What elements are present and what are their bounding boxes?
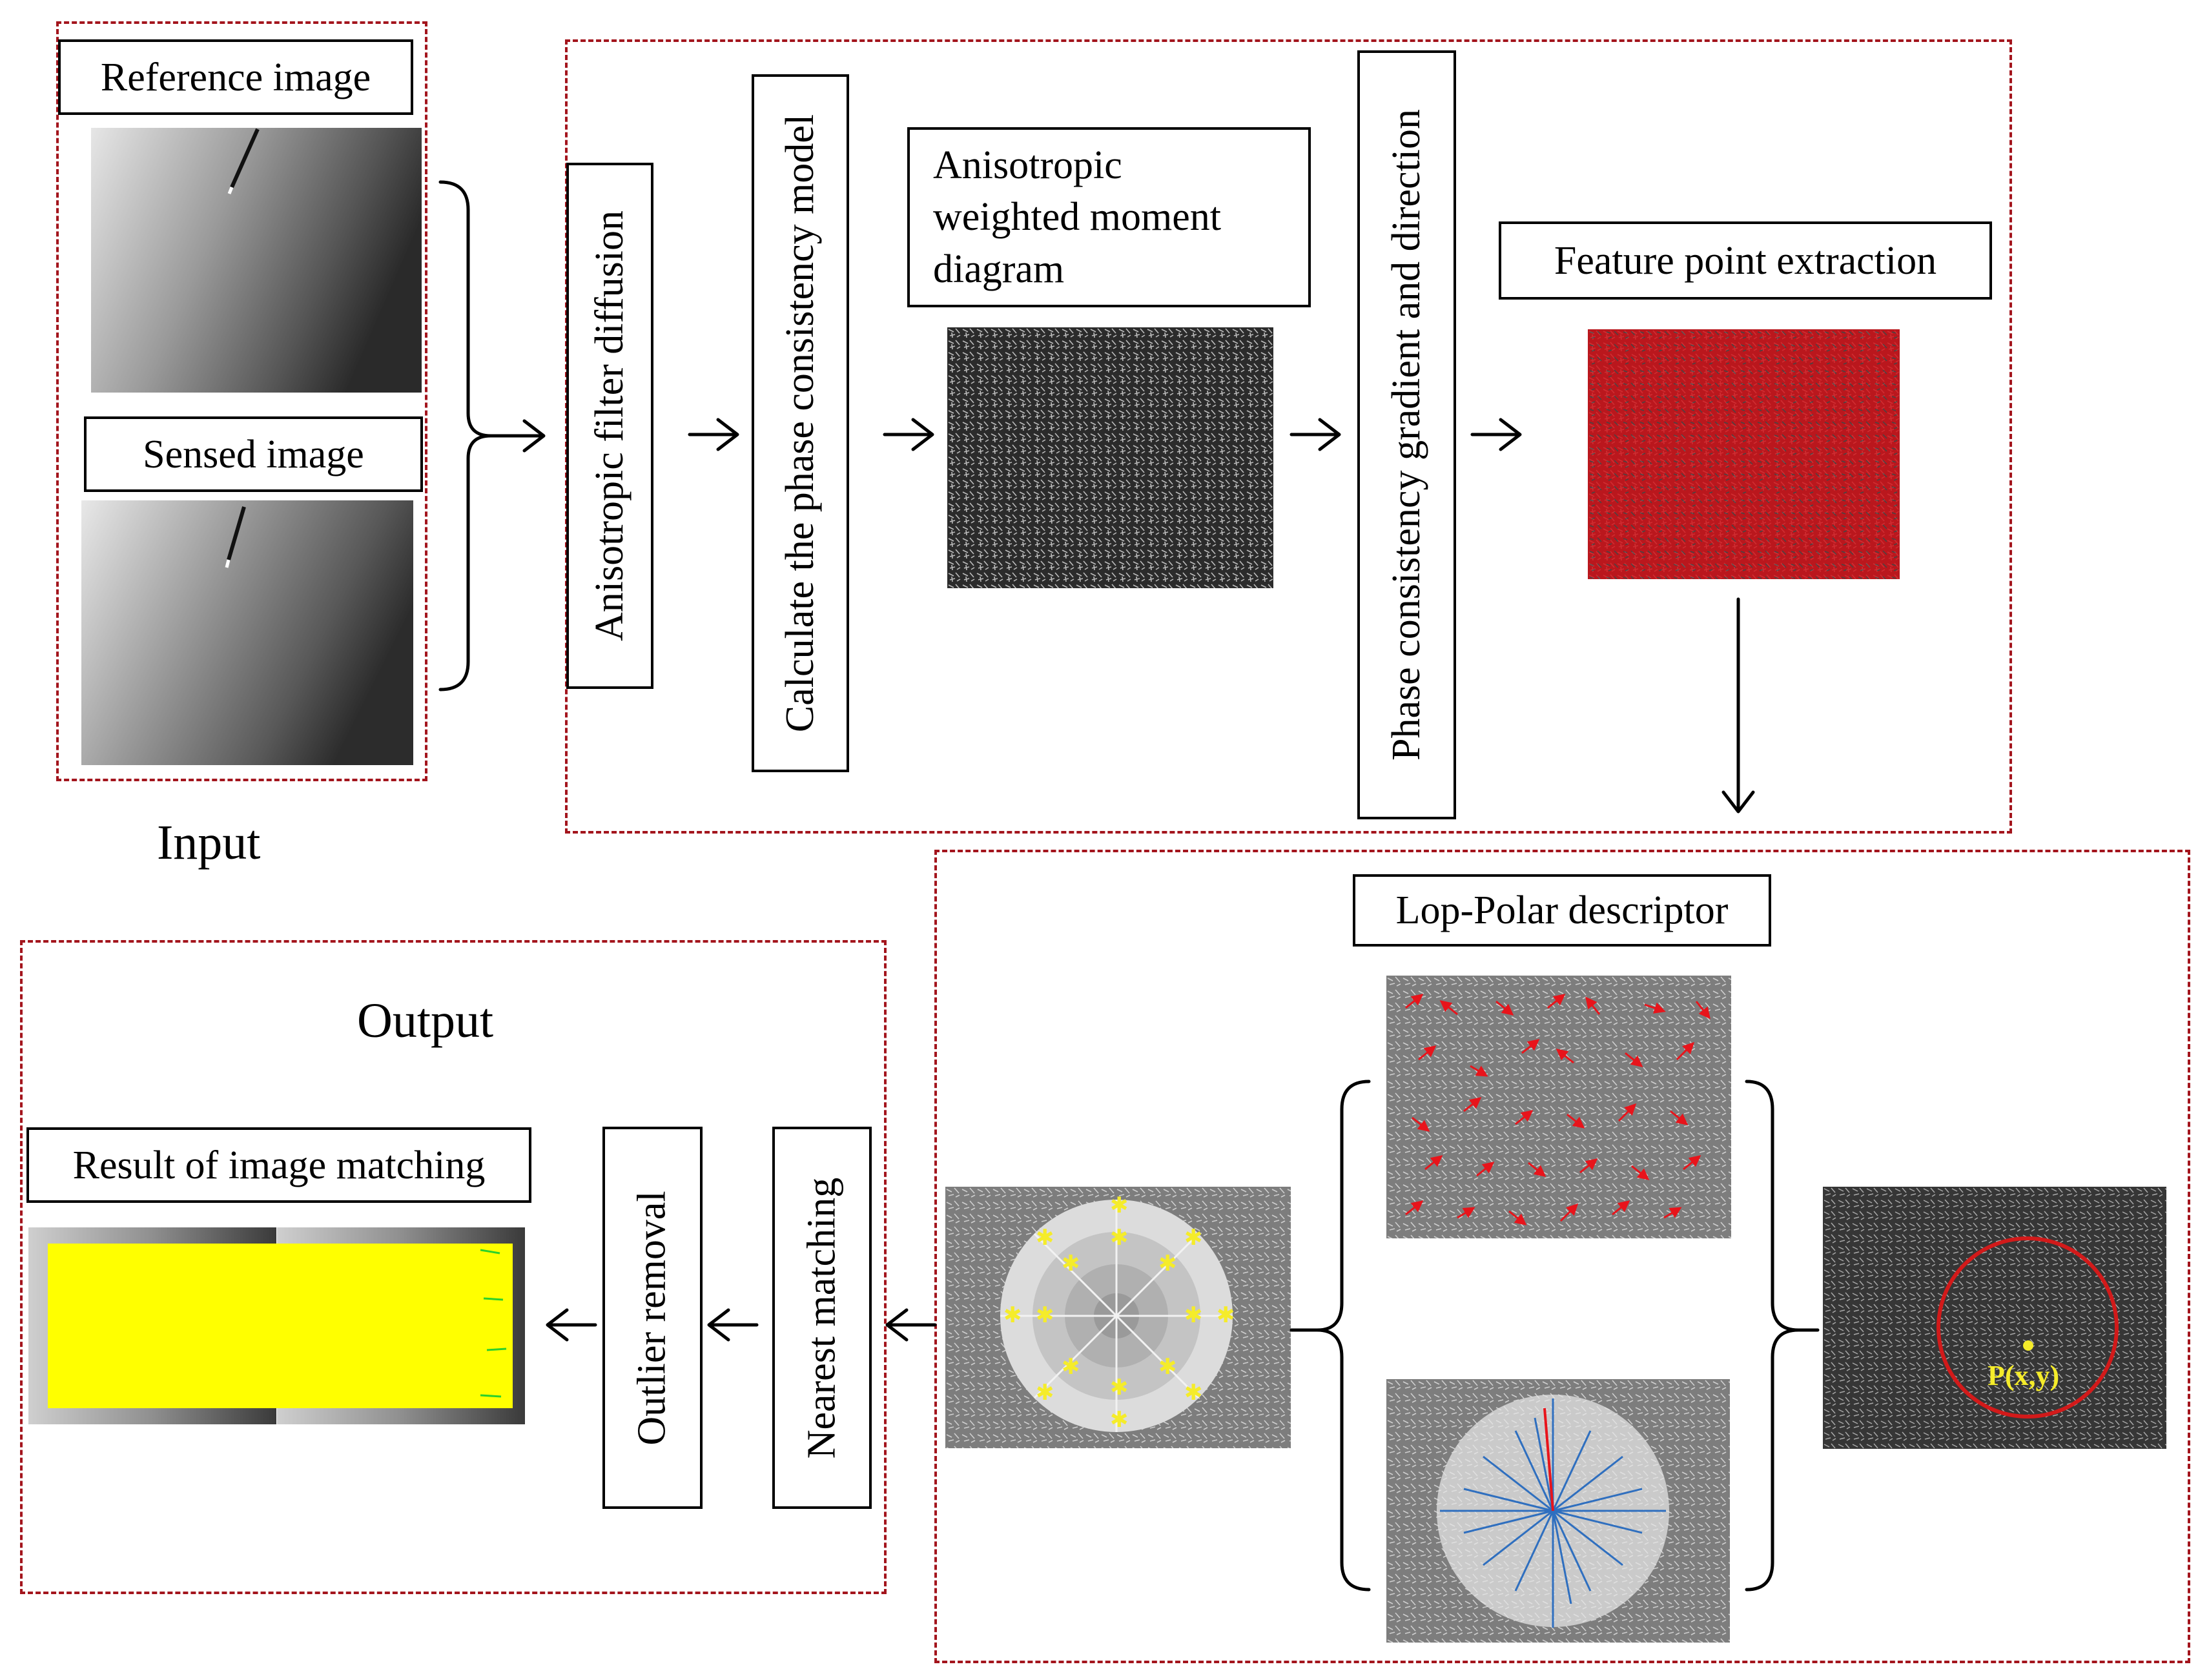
- descriptor-right-brace: [1745, 1080, 1800, 1592]
- orientation-arrows: [1405, 994, 1711, 1225]
- svg-text:✱: ✱: [1158, 1251, 1177, 1276]
- svg-text:✱: ✱: [1036, 1225, 1054, 1251]
- svg-text:✱: ✱: [1036, 1380, 1054, 1406]
- svg-text:✱: ✱: [1003, 1302, 1022, 1328]
- orientation-histogram-image: [1386, 1379, 1730, 1643]
- matching-result-image: [28, 1227, 525, 1424]
- svg-text:✱: ✱: [1036, 1302, 1054, 1328]
- phase-consistency-model-box: Calculate the phase consistency model: [752, 74, 849, 772]
- lop-polar-descriptor-box: Lop-Polar descriptor: [1353, 874, 1771, 947]
- polar-bin-markers: ✱ ✱ ✱ ✱ ✱ ✱ ✱ ✱ ✱ ✱ ✱ ✱ ✱ ✱ ✱ ✱: [1003, 1193, 1235, 1433]
- feature-point-extraction-box: Feature point extraction: [1499, 221, 1992, 300]
- arrow-to-gradient: [1289, 418, 1341, 451]
- svg-text:✱: ✱: [1158, 1354, 1177, 1380]
- svg-text:✱: ✱: [1184, 1380, 1203, 1406]
- outlier-removal-box: Outlier removal: [602, 1127, 703, 1509]
- feature-points-image: [1588, 329, 1900, 579]
- input-brace: [438, 180, 493, 691]
- lop-polar-descriptor-label: Lop-Polar descriptor: [1395, 888, 1729, 932]
- input-group-frame: [56, 21, 427, 781]
- sensed-image: [81, 500, 413, 765]
- result-matching-label-box: Result of image matching: [26, 1127, 531, 1203]
- histogram-arrows: [1440, 1398, 1666, 1628]
- keypoint-neighborhood-image: P(x,y): [1823, 1187, 2166, 1449]
- descriptor-group-frame: [934, 850, 2190, 1663]
- feature-point-extraction-label: Feature point extraction: [1554, 238, 1937, 283]
- neighborhood-circle: [1937, 1236, 2119, 1419]
- reference-image-label-box: Reference image: [58, 39, 413, 115]
- svg-text:✱: ✱: [1110, 1193, 1129, 1218]
- reference-image-label: Reference image: [100, 55, 371, 99]
- input-title: Input: [157, 815, 261, 870]
- anisotropic-filter-diffusion-box: Anisotropic filter diffusion: [566, 163, 653, 689]
- arrow-to-outlier: [707, 1308, 759, 1342]
- result-matching-label: Result of image matching: [72, 1143, 486, 1187]
- arrow-to-feature: [1470, 418, 1522, 451]
- arrow-to-diffusion: [489, 419, 546, 453]
- gradient-direction-box: Phase consistency gradient and direction: [1357, 50, 1456, 819]
- moment-diagram-label-box: Anisotropic weighted moment diagram: [907, 127, 1311, 307]
- arrow-to-nearest: [885, 1308, 937, 1342]
- sensed-image-label: Sensed image: [143, 432, 364, 476]
- arrow-down-to-descriptor: [1721, 597, 1755, 814]
- svg-text:✱: ✱: [1062, 1251, 1080, 1276]
- moment-diagram-image: [947, 327, 1273, 588]
- svg-text:✱: ✱: [1110, 1407, 1129, 1433]
- output-title: Output: [357, 994, 494, 1048]
- svg-text:✱: ✱: [1110, 1375, 1129, 1400]
- log-polar-grid-image: ✱ ✱ ✱ ✱ ✱ ✱ ✱ ✱ ✱ ✱ ✱ ✱ ✱ ✱ ✱ ✱: [945, 1187, 1291, 1448]
- moment-diagram-label: Anisotropic weighted moment diagram: [933, 143, 1221, 291]
- nearest-matching-box: Nearest matching: [772, 1127, 872, 1509]
- reference-image: [91, 128, 422, 393]
- descriptor-left-brace: [1315, 1080, 1371, 1592]
- arrow-to-result: [546, 1308, 597, 1342]
- svg-text:✱: ✱: [1217, 1302, 1235, 1328]
- output-group-frame: [20, 940, 887, 1594]
- keypoint-dot: [2023, 1340, 2033, 1351]
- match-lines: [48, 1244, 513, 1408]
- svg-text:✱: ✱: [1110, 1225, 1129, 1251]
- sensed-image-label-box: Sensed image: [84, 416, 423, 492]
- arrow-to-phase-model: [688, 418, 739, 451]
- polar-spokes: [1000, 1200, 1233, 1432]
- arrow-to-moment: [883, 418, 934, 451]
- keypoint-label: P(x,y): [1988, 1360, 2059, 1391]
- svg-text:✱: ✱: [1184, 1302, 1203, 1328]
- svg-text:✱: ✱: [1184, 1225, 1203, 1251]
- orientation-field-image: [1386, 976, 1731, 1238]
- dominant-orientation-arrow: [1543, 1408, 1554, 1511]
- svg-text:✱: ✱: [1062, 1354, 1080, 1380]
